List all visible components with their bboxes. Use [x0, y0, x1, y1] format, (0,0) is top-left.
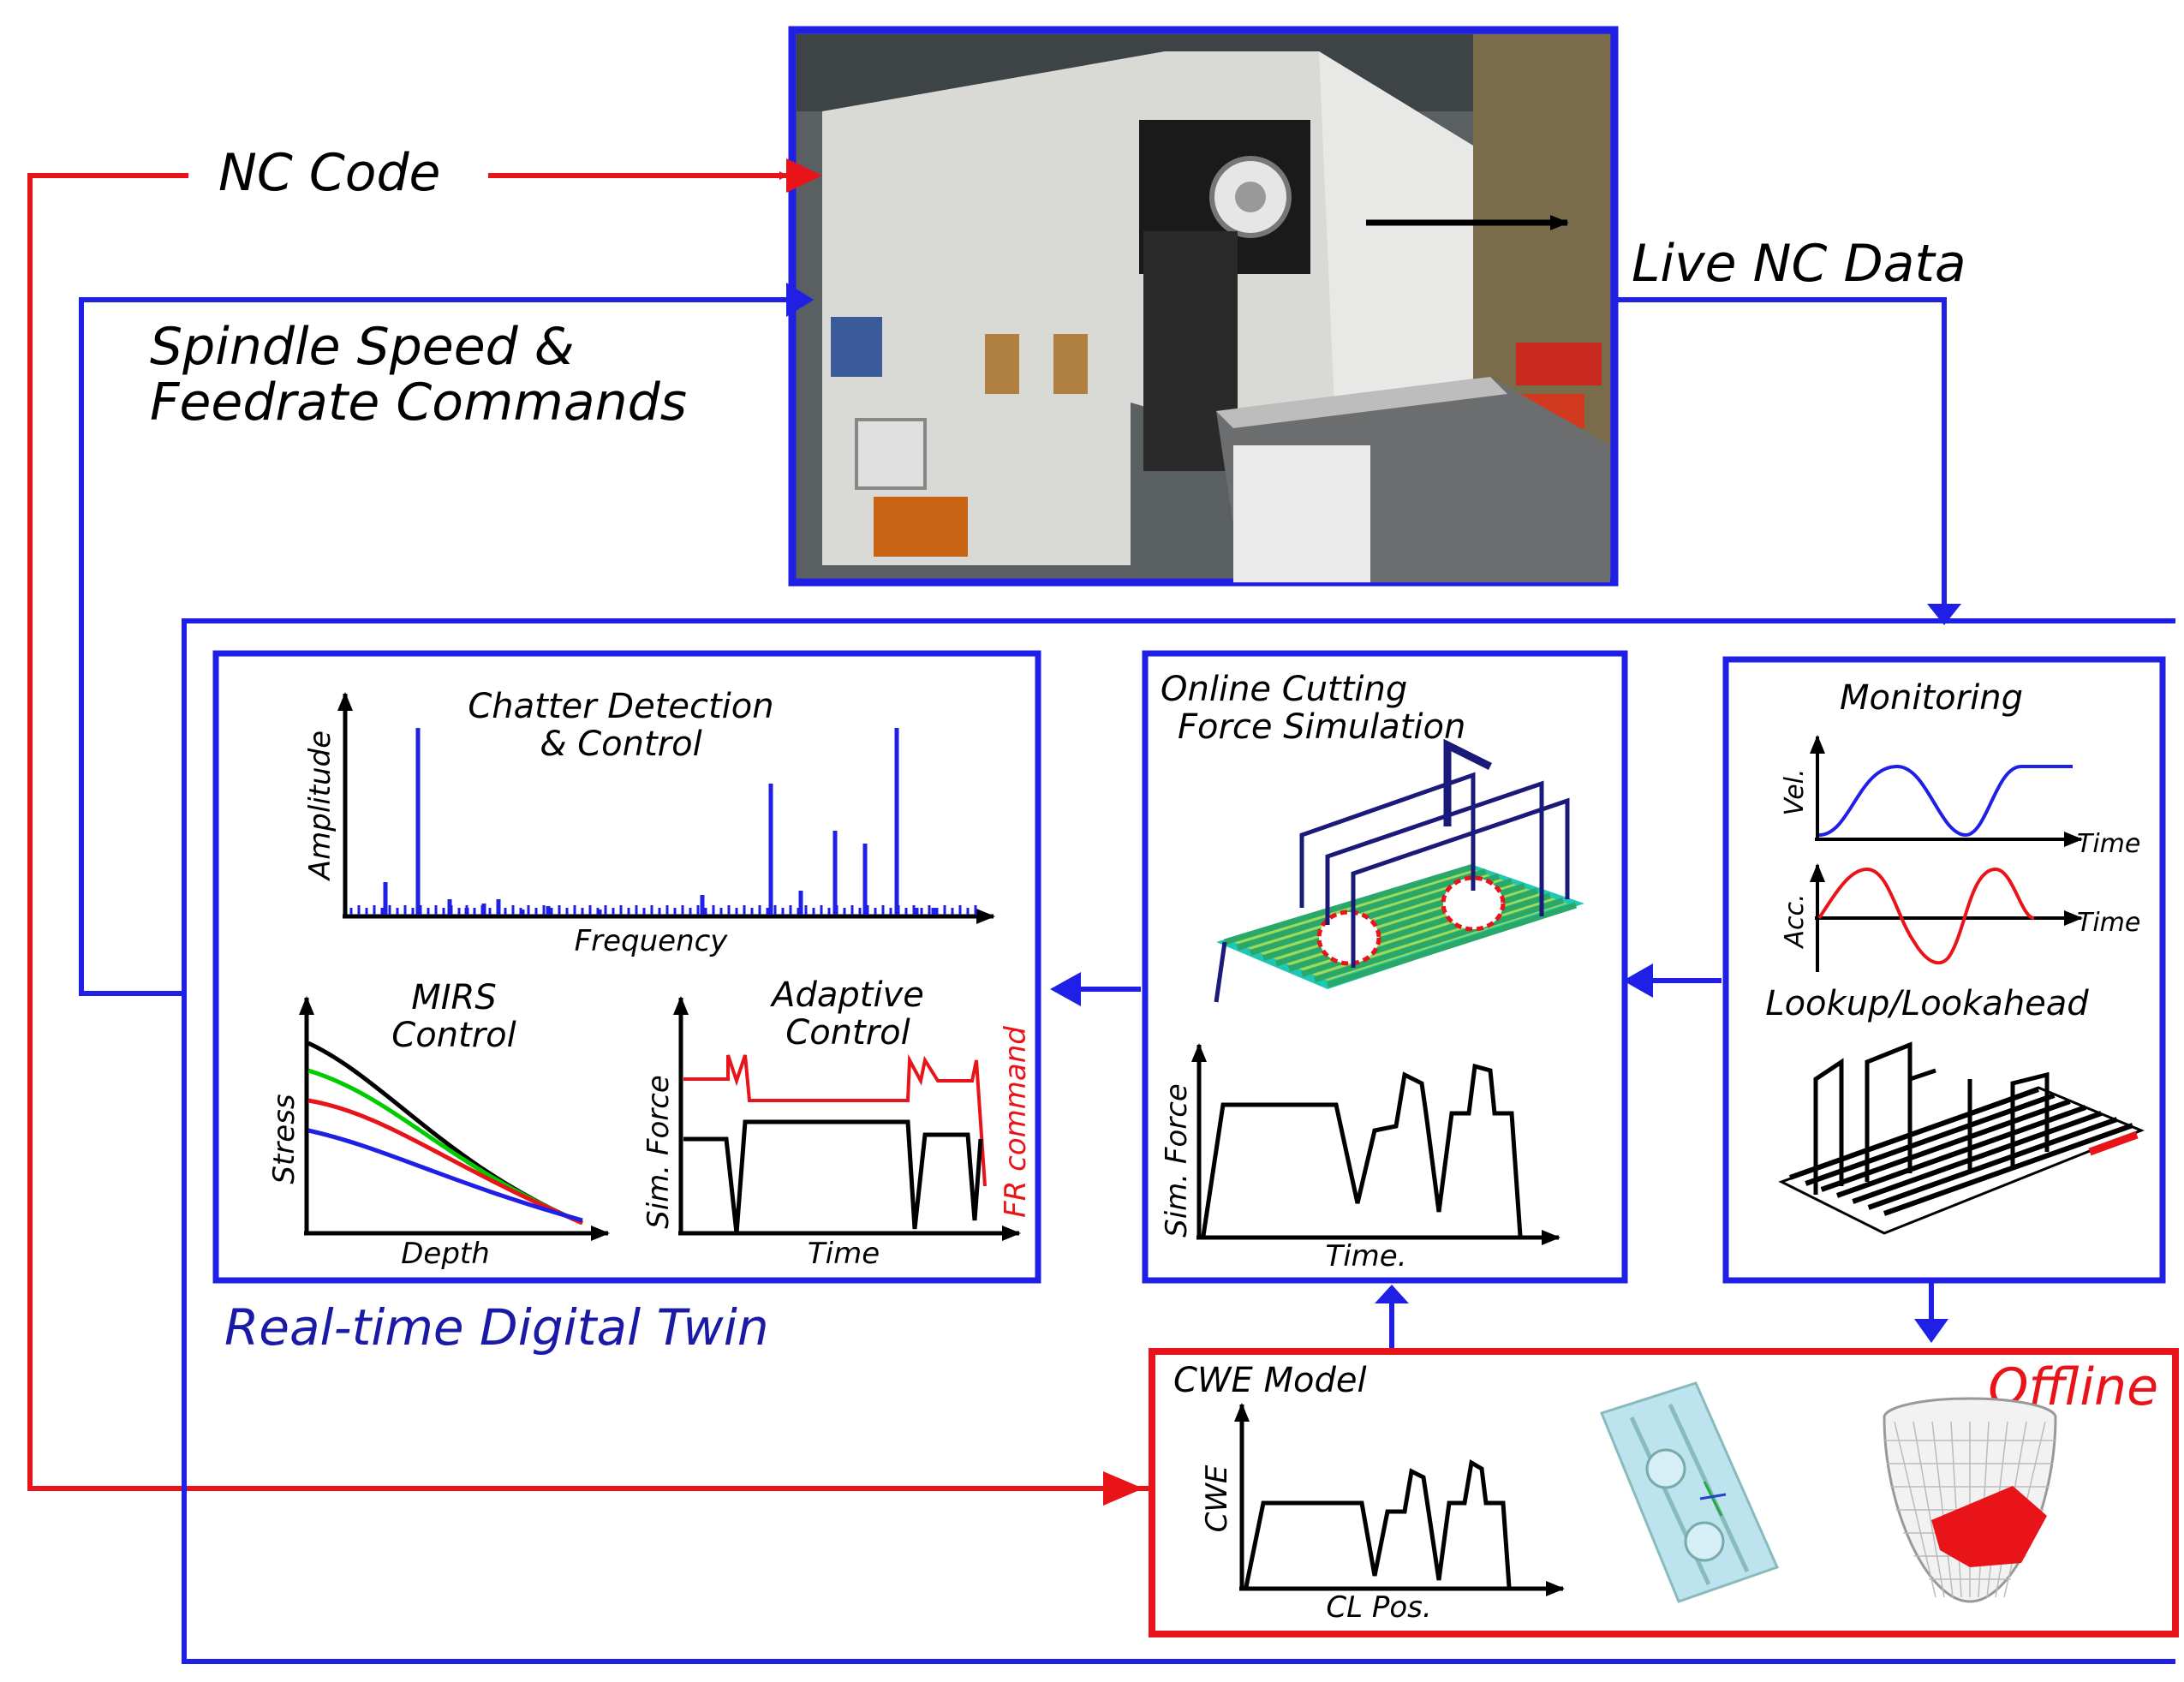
cwe-ylabel: CWE	[1200, 1464, 1234, 1532]
mirs-curve-red	[307, 1098, 583, 1226]
flow-lines	[27, 171, 2175, 1664]
look-stripe	[1852, 1111, 2103, 1204]
live-nc-label: Live NC Data	[1632, 234, 1966, 294]
chatter-ylabel: Amplitude	[303, 731, 337, 881]
chatter-chart: Chatter Detection & Control Amplitude Fr…	[303, 687, 995, 958]
arrowheads	[786, 158, 1961, 1506]
toolpath-3d	[1214, 738, 1584, 1003]
cwe-curve	[1244, 1459, 1512, 1588]
velocity-curve	[1818, 764, 2073, 838]
simulation-title-1: Online Cutting	[1161, 670, 1407, 709]
adaptive-ylabel: Sim. Force	[641, 1075, 676, 1229]
mesh-line	[1894, 1421, 1936, 1598]
adaptive-xlabel: Time	[808, 1237, 880, 1271]
monitoring-box	[1722, 656, 2166, 1284]
cutter-engagement-icon	[1883, 1397, 2057, 1603]
acc-label: Acc.	[1780, 893, 1810, 949]
spindle-label-line2: Feedrate Commands	[150, 373, 687, 432]
adaptive-title-1: Adaptive	[769, 975, 924, 1015]
spindle-label-line1: Spindle Speed &	[150, 317, 575, 377]
sim-ylabel: Sim. Force	[1160, 1083, 1194, 1238]
nc-code-label: NC Code	[218, 143, 440, 203]
vel-time-label: Time	[2077, 829, 2140, 859]
simulation-box	[1142, 650, 1628, 1284]
sim-stripe	[1326, 902, 1578, 988]
sim-xlabel: Time.	[1325, 1239, 1406, 1273]
simulation-title-2: Force Simulation	[1178, 707, 1465, 747]
sim-stripe	[1236, 868, 1488, 951]
sim-stripe	[1223, 863, 1475, 945]
mesh-line	[1931, 1421, 1954, 1598]
adaptive-fr-line	[683, 1053, 987, 1187]
lookup-title: Lookup/Lookahead	[1765, 984, 2089, 1023]
mirs-curve-black	[307, 1041, 583, 1226]
acc-time-label: Time	[2077, 908, 2140, 938]
monitoring-title: Monitoring	[1840, 678, 2023, 718]
look-stripe	[1883, 1123, 2134, 1216]
adaptive-force-line	[683, 1119, 983, 1234]
twin-label: Real-time Digital Twin	[224, 1298, 769, 1357]
mirs-title-2: Control	[391, 1016, 516, 1055]
chatter-xlabel: Frequency	[575, 924, 729, 958]
adaptive-ylabel-fr: FR command	[999, 1026, 1033, 1218]
lookahead-toolpath	[1778, 1041, 2145, 1235]
offline-box	[1149, 1348, 2179, 1637]
offline-panel: Offline CWE Model CWE CL Pos.	[1173, 1357, 2158, 1625]
chatter-title-2: & Control	[540, 725, 701, 764]
vel-label: Vel.	[1780, 768, 1810, 815]
mirs-title-1: MIRS	[411, 978, 497, 1017]
mesh-line	[1912, 1421, 1945, 1598]
look-stripe	[1788, 1087, 2040, 1180]
cwe-xlabel: CL Pos.	[1326, 1590, 1431, 1625]
sim-stripe	[1313, 898, 1565, 983]
look-stripe	[1867, 1117, 2118, 1210]
cwe-title: CWE Model	[1173, 1361, 1367, 1400]
twin-box	[212, 650, 1041, 1284]
chatter-peaks	[349, 728, 977, 915]
machine-photo	[788, 26, 1619, 587]
mirs-ylabel: Stress	[267, 1094, 301, 1184]
mirs-curve-blue	[307, 1128, 583, 1223]
mirs-chart: MIRS Control Stress Depth	[267, 978, 610, 1271]
acceleration-curve	[1817, 867, 2035, 965]
simulation-panel: Online Cutting Force Simulation Sim. For…	[1160, 670, 1584, 1273]
mesh-line	[1950, 1421, 1962, 1598]
workpiece-model-icon	[1599, 1381, 1780, 1603]
sim-force-curve	[1201, 1063, 1523, 1237]
look-stripe	[1835, 1105, 2087, 1198]
look-stripe	[1820, 1099, 2071, 1192]
mirs-xlabel: Depth	[401, 1237, 490, 1271]
chatter-title-1: Chatter Detection	[468, 687, 773, 726]
adaptive-title-2: Control	[785, 1013, 910, 1053]
monitoring-panel: Monitoring Vel. Time Acc. Time Lookup/Lo…	[1765, 678, 2145, 1235]
adaptive-chart: Adaptive Control Sim. Force FR command T…	[641, 975, 1033, 1271]
mirs-curve-green	[307, 1068, 583, 1226]
